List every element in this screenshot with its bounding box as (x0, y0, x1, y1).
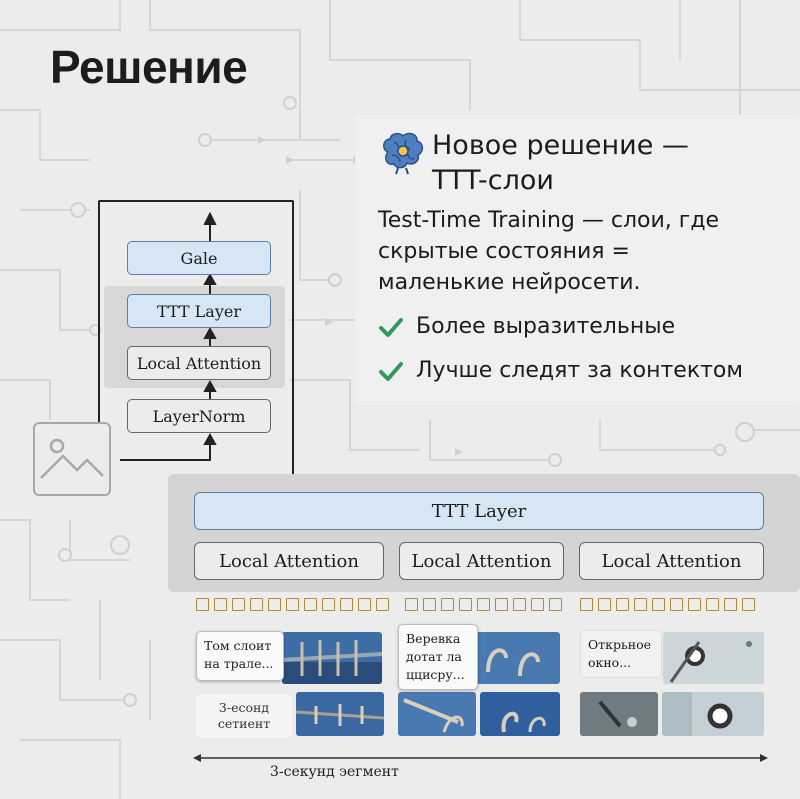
panel-description: Test-Time Training — слои, где скрытые с… (378, 205, 793, 298)
info-panel (355, 115, 800, 405)
video-frame (296, 692, 384, 736)
token (441, 598, 454, 611)
caption-bubble: Веревка дотат ла ццисру... (398, 624, 478, 690)
bullet-label: Лучше следят за контектом (416, 358, 743, 383)
local-attention-box: Local Attention (399, 542, 564, 580)
check-icon (379, 361, 403, 381)
token (598, 598, 611, 611)
caption-line: Том слоит (204, 638, 272, 653)
local-attention-box: Local Attention (579, 542, 764, 580)
token (322, 598, 335, 611)
token-row (580, 598, 755, 611)
token (580, 598, 593, 611)
token (513, 598, 526, 611)
token (688, 598, 701, 611)
token (742, 598, 755, 611)
local-attention-block: Local Attention (127, 346, 271, 380)
token (616, 598, 629, 611)
token (268, 598, 281, 611)
local-attention-box: Local Attention (194, 542, 384, 580)
token (376, 598, 389, 611)
bullet-label: Более выразительные (416, 314, 676, 339)
video-frame (662, 692, 764, 736)
token (232, 598, 245, 611)
caption-line: ццисру... (406, 667, 465, 682)
token (531, 598, 544, 611)
video-frame (663, 632, 764, 684)
segment-axis (193, 754, 768, 762)
token (477, 598, 490, 611)
token (340, 598, 353, 611)
caption-line: окно... (588, 655, 632, 670)
token (358, 598, 371, 611)
token (670, 598, 683, 611)
check-icon (379, 317, 403, 337)
bullet-item: Более выразительные (378, 314, 675, 339)
panel-title-line: Новое решение — (432, 130, 689, 161)
page-title: Решение (50, 41, 248, 93)
bullet-item: Лучше следят за контектом (378, 358, 743, 383)
panel-title-line: TTT-слои (432, 165, 554, 196)
stack-frame (98, 200, 294, 482)
token (459, 598, 472, 611)
token (304, 598, 317, 611)
caption-bubble: Том слоит на трале... (196, 631, 284, 681)
token (634, 598, 647, 611)
token (495, 598, 508, 611)
video-frame (476, 632, 560, 684)
axis-label: 3-секунд эегмент (270, 764, 399, 780)
caption-line: дотат ла (406, 649, 462, 664)
ttt-layer-block: TTT Layer (127, 294, 271, 328)
token (214, 598, 227, 611)
token (286, 598, 299, 611)
gale-block: Gale (127, 241, 271, 275)
brain-icon (383, 132, 424, 175)
segment-note-line: сетиент (217, 716, 271, 731)
token (652, 598, 665, 611)
video-frame (580, 692, 658, 736)
video-frame (398, 692, 476, 736)
caption-line: Веревка (406, 631, 461, 646)
image-icon (40, 438, 104, 479)
image-placeholder (33, 422, 111, 496)
segment-note: 3-есонд сетиент (196, 694, 292, 738)
caption-bubble: Открьное окно... (580, 630, 662, 678)
token-row (196, 598, 389, 611)
ttt-layer-bar: TTT Layer (194, 492, 764, 530)
description-line: маленькие нейросети. (378, 270, 641, 295)
layernorm-block: LayerNorm (127, 399, 271, 433)
description-line: скрытые состояния = (378, 239, 630, 264)
panel-title: Новое решение — TTT-слои (432, 128, 689, 198)
token (196, 598, 209, 611)
description-line: Test-Time Training — слои, где (378, 208, 720, 233)
video-frame (480, 692, 560, 736)
caption-line: на трале... (204, 656, 274, 671)
token (724, 598, 737, 611)
token (549, 598, 562, 611)
video-frame (282, 632, 382, 684)
token (423, 598, 436, 611)
token-row (405, 598, 562, 611)
token (250, 598, 263, 611)
token (706, 598, 719, 611)
token (405, 598, 418, 611)
panel-heading: Новое решение — TTT-слои (378, 128, 689, 198)
caption-line: Открьное (588, 637, 652, 652)
segment-note-line: 3-есонд (218, 700, 270, 715)
